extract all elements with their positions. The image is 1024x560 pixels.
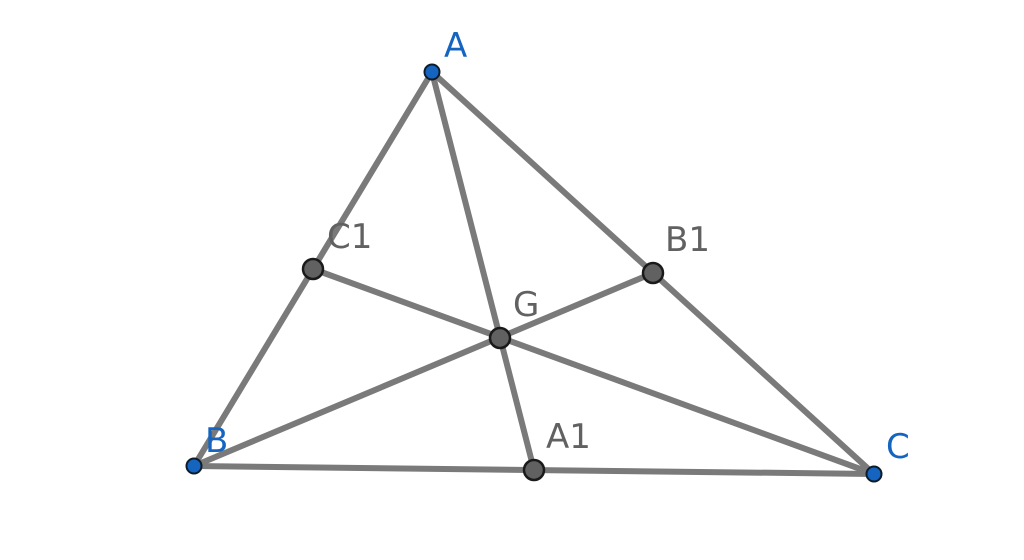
point-g[interactable] — [488, 326, 512, 350]
point-a1[interactable] — [522, 458, 546, 482]
label-c: C — [886, 427, 910, 467]
label-b: B — [205, 421, 228, 461]
label-a: A — [444, 26, 467, 66]
point-a[interactable] — [423, 63, 441, 81]
median-c-c1 — [310, 266, 877, 477]
label-a1: A1 — [546, 417, 591, 457]
point-c1[interactable] — [301, 257, 325, 281]
point-b1[interactable] — [641, 261, 665, 285]
point-c[interactable] — [865, 465, 883, 483]
label-b1: B1 — [665, 220, 710, 260]
median-b-b1 — [191, 270, 656, 469]
label-g: G — [513, 285, 539, 325]
label-c1: C1 — [327, 217, 372, 257]
point-b[interactable] — [185, 457, 203, 475]
median-a-a1 — [429, 69, 537, 473]
